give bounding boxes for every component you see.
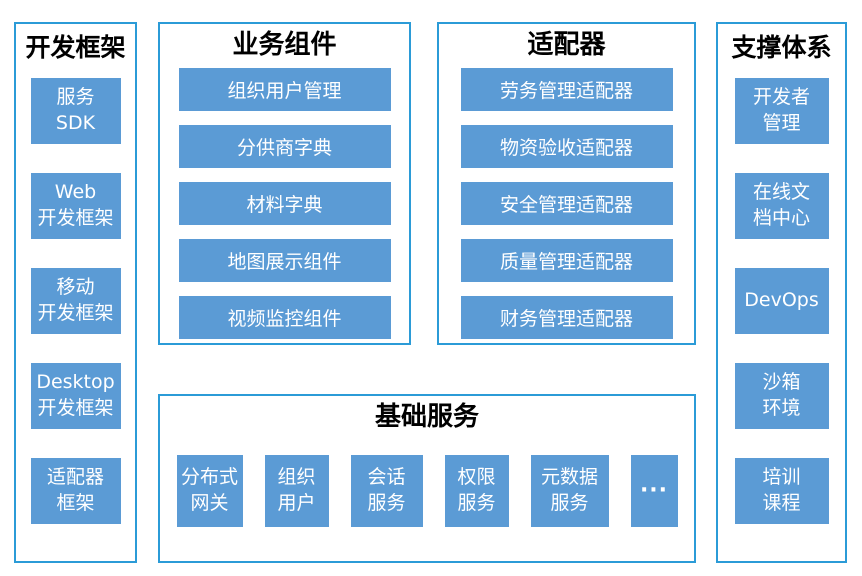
box-video-monitor-component: 视频监控组件 — [178, 295, 391, 339]
box-desktop-dev-framework: Desktop 开发框架 — [30, 362, 121, 429]
support-system-title: 支撑体系 — [731, 33, 832, 62]
box-material-dictionary: 材料字典 — [178, 181, 391, 225]
box-org-user: 组织 用户 — [264, 454, 329, 527]
box-permission-service: 权限 服务 — [444, 454, 509, 527]
business-components-title: 业务组件 — [232, 30, 337, 60]
box-map-display-component: 地图展示组件 — [178, 238, 391, 282]
box-sandbox-environment: 沙箱 环境 — [734, 362, 829, 429]
box-service-sdk: 服务 SDK — [30, 77, 121, 144]
business-components-panel: 业务组件 组织用户管理 分供商字典 材料字典 地图展示组件 视频监控组件 — [158, 22, 411, 345]
adapters-title: 适配器 — [527, 30, 606, 60]
box-safety-management-adapter: 安全管理适配器 — [460, 181, 673, 225]
base-services-title: 基础服务 — [374, 402, 479, 432]
support-system-stack: 开发者 管理 在线文 档中心 DevOps 沙箱 环境 培训 课程 — [718, 77, 845, 524]
box-supplier-dictionary: 分供商字典 — [178, 124, 391, 168]
support-system-panel: 支撑体系 开发者 管理 在线文 档中心 DevOps 沙箱 环境 培训 课程 — [716, 22, 847, 563]
box-distributed-gateway: 分布式 网关 — [176, 454, 243, 527]
box-training-courses: 培训 课程 — [734, 457, 829, 524]
dev-framework-stack: 服务 SDK Web 开发框架 移动 开发框架 Desktop 开发框架 适配器… — [16, 77, 135, 524]
base-services-panel: 基础服务 分布式 网关 组织 用户 会话 服务 权限 服务 元数据 服务 ··· — [158, 394, 696, 563]
business-components-stack: 组织用户管理 分供商字典 材料字典 地图展示组件 视频监控组件 — [160, 67, 409, 339]
box-finance-management-adapter: 财务管理适配器 — [460, 295, 673, 339]
box-labor-management-adapter: 劳务管理适配器 — [460, 67, 673, 111]
base-services-row: 分布式 网关 组织 用户 会话 服务 权限 服务 元数据 服务 ··· — [160, 454, 694, 527]
dev-framework-title: 开发框架 — [25, 33, 126, 62]
box-quality-management-adapter: 质量管理适配器 — [460, 238, 673, 282]
box-more-services-ellipsis: ··· — [630, 454, 678, 527]
adapters-panel: 适配器 劳务管理适配器 物资验收适配器 安全管理适配器 质量管理适配器 财务管理… — [437, 22, 696, 345]
box-material-acceptance-adapter: 物资验收适配器 — [460, 124, 673, 168]
box-web-dev-framework: Web 开发框架 — [30, 172, 121, 239]
box-org-user-management: 组织用户管理 — [178, 67, 391, 111]
box-adapter-framework: 适配器 框架 — [30, 457, 121, 524]
adapters-stack: 劳务管理适配器 物资验收适配器 安全管理适配器 质量管理适配器 财务管理适配器 — [439, 67, 694, 339]
box-mobile-dev-framework: 移动 开发框架 — [30, 267, 121, 334]
box-metadata-service: 元数据 服务 — [530, 454, 609, 527]
box-online-doc-center: 在线文 档中心 — [734, 172, 829, 239]
dev-framework-panel: 开发框架 服务 SDK Web 开发框架 移动 开发框架 Desktop 开发框… — [14, 22, 137, 563]
box-developer-management: 开发者 管理 — [734, 77, 829, 144]
box-session-service: 会话 服务 — [350, 454, 423, 527]
box-devops: DevOps — [734, 267, 829, 334]
